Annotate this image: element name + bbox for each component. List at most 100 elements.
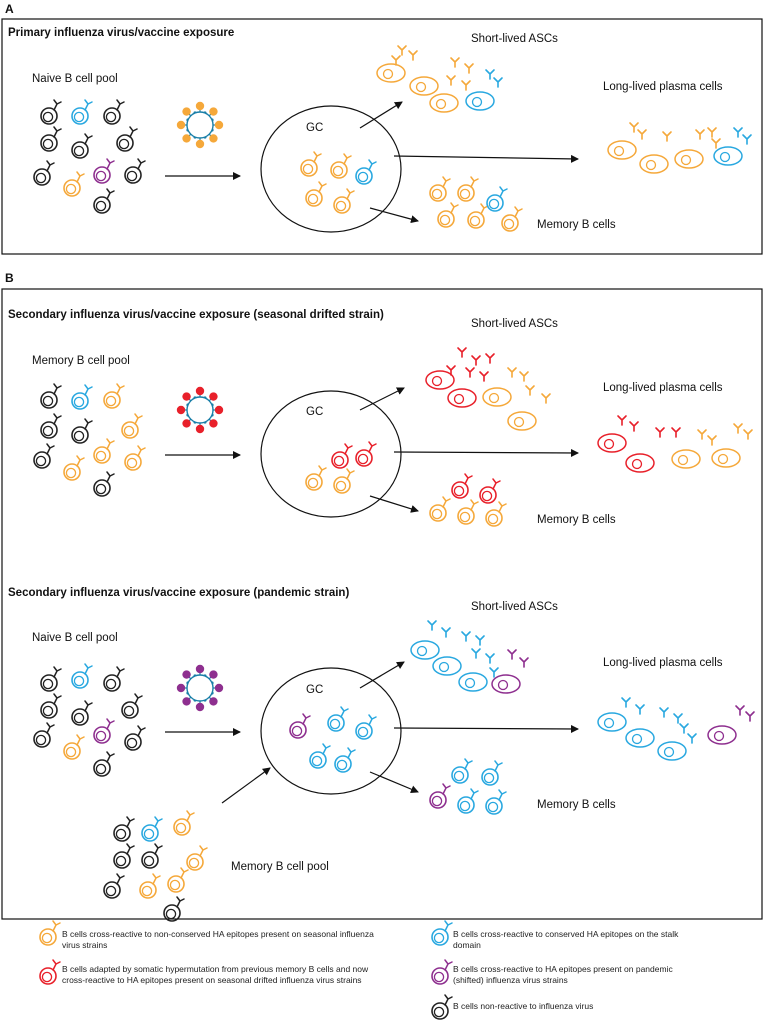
antibody [479,371,489,382]
plasma-cell [507,411,537,431]
b-cell [141,843,163,869]
antibody [743,429,753,440]
b-cell [63,455,85,481]
virus-icon [176,101,224,149]
legend-text-black: B cells non-reactive to influenza virus [453,1001,594,1011]
b-cell [93,158,115,184]
antibody [733,423,743,434]
b-cell [327,706,349,732]
antibody [457,347,467,358]
plasma-cell [409,76,439,96]
b-cell [457,499,479,525]
antibody [745,711,755,722]
plasma-cell [447,388,477,408]
plasma-cell [707,725,737,745]
panel-b-pandemic-plasma-label: Long-lived plasma cells [603,657,723,669]
antibody [629,421,639,432]
antibody [464,63,474,74]
b-cell [333,188,355,214]
b-cell [103,873,125,899]
b-cell [163,896,185,922]
antibody [461,631,471,642]
antibody [697,429,707,440]
panel-b-pandemic-title: Secondary influenza virus/vaccine exposu… [8,587,350,599]
b-cell [71,700,93,726]
arrow [221,767,271,804]
panel-b-pandemic-memory-label: Memory B cells [537,799,616,811]
panel-b-seasonal-gc-label: GC [306,406,324,418]
b-cell [481,760,503,786]
plasma-cell [607,140,637,160]
b-cell [116,126,138,152]
antibody [707,127,717,138]
b-cell [501,206,523,232]
antibody [427,620,437,631]
antibody [637,129,647,140]
b-cell [39,959,61,985]
panel-b-seasonal-memory-label: Memory B cells [537,514,616,526]
b-cell [113,843,135,869]
panel-b-pandemic-memory-pool-label: Memory B cell pool [231,861,329,873]
panel-a-frame [1,18,763,255]
antibody [450,57,460,68]
plasma-cell [657,741,687,761]
antibody [541,393,551,404]
b-cell [355,159,377,185]
antibody [485,653,495,664]
antibody [471,648,481,659]
antibody [659,707,669,718]
antibody [673,713,683,724]
b-cell [71,384,93,410]
plasma-cell [465,91,495,111]
b-cell [93,718,115,744]
b-cell [167,867,189,893]
panel-b-pandemic-asc-label: Short-lived ASCs [471,601,558,613]
b-cell [334,747,356,773]
panel-b-letter: B [5,271,14,285]
plasma-cell [713,146,743,166]
panel-a-letter: A [5,2,14,16]
b-cell [437,202,459,228]
b-cell [93,188,115,214]
b-cell [124,445,146,471]
b-cell [40,693,62,719]
germinal-center [260,667,402,795]
b-cell [309,743,331,769]
b-cell [431,959,453,985]
antibody [465,367,475,378]
panel-a-plasma-label: Long-lived plasma cells [603,81,723,93]
virus-icon [176,664,224,712]
plasma-cell [458,672,488,692]
b-cell [479,478,501,504]
b-cell [33,722,55,748]
b-cell [485,501,507,527]
b-cell [486,186,508,212]
antibody [519,657,529,668]
arrow [369,207,419,224]
b-cell [173,810,195,836]
b-cell [124,158,146,184]
plasma-cell [671,449,701,469]
b-cell [40,666,62,692]
plasma-cell [597,712,627,732]
antibody [621,697,631,708]
panel-a-pool-label: Naive B cell pool [32,73,118,85]
arrow [359,387,405,411]
panel-b-seasonal-title: Secondary influenza virus/vaccine exposu… [8,309,384,321]
b-cell [305,465,327,491]
antibody [391,55,401,66]
antibody [742,134,752,145]
arrow [393,154,579,163]
antibody [471,355,481,366]
antibody [662,131,672,142]
panel-b-pandemic-gc-label: GC [306,684,324,696]
arrow [393,448,579,457]
legend-text-purple: B cells cross-reactive to HA epitopes pr… [453,964,673,985]
b-cell [63,171,85,197]
b-cell [467,203,489,229]
b-cell [485,789,507,815]
antibody [733,127,743,138]
arrow [369,771,419,793]
b-cell [113,816,135,842]
b-cell [431,994,453,1020]
